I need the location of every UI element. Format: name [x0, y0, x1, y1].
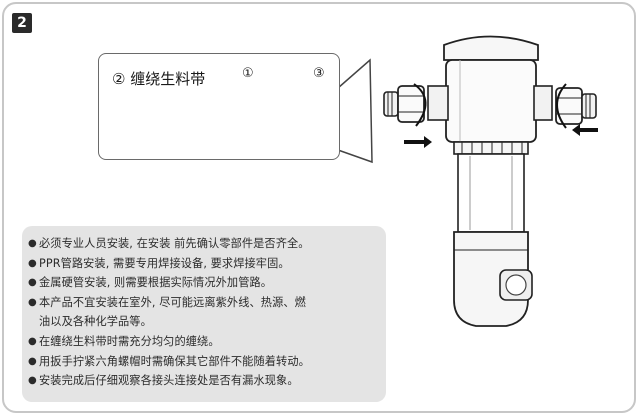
- note-item: ●安装完成后仔细观察各接头连接处是否有漏水现象。: [28, 371, 383, 391]
- step-number-badge: 2: [12, 13, 32, 33]
- inlet-arrow-icon: [404, 136, 432, 148]
- note-item: ●用扳手拧紧六角螺帽时需确保其它部件不能随着转动。: [28, 352, 383, 372]
- bullet-icon: ●: [28, 375, 37, 387]
- callout-pointer: [337, 58, 373, 164]
- notes-panel: [22, 226, 386, 402]
- note-item: ●在缠绕生料带时需充分均匀的缠绕。: [28, 332, 383, 352]
- prefilter-body: [427, 35, 553, 327]
- note-item: ●本产品不宜安装在室外, 尽可能远离紫外线、热源、燃油以及各种化学品等。: [28, 293, 383, 332]
- bullet-icon: ●: [28, 257, 37, 269]
- outlet-fitting: [555, 83, 597, 129]
- bullet-icon: ●: [28, 277, 37, 289]
- note-item: ●金属硬管安装, 则需要根据实际情况外加管路。: [28, 273, 383, 293]
- note-item: ●PPR管路安装, 需要专用焊接设备, 要求焊接牢固。: [28, 254, 383, 274]
- inlet-fitting: [383, 83, 427, 127]
- bullet-icon: ●: [28, 296, 37, 308]
- label-step-3: ③: [313, 66, 325, 81]
- bullet-icon: ●: [28, 355, 37, 367]
- note-continuation: 油以及各种化学品等。: [39, 315, 152, 329]
- detail-callout-box: [98, 53, 340, 160]
- bullet-icon: ●: [28, 238, 37, 249]
- note-item: ●必须专业人员安装, 在安装 前先确认零部件是否齐全。: [28, 234, 383, 254]
- bullet-icon: ●: [28, 335, 37, 347]
- detail-title: ② 缠绕生料带: [112, 70, 206, 88]
- outlet-arrow-icon: [572, 124, 598, 136]
- notes-list: ●必须专业人员安装, 在安装 前先确认零部件是否齐全。 ●PPR管路安装, 需要…: [28, 234, 383, 391]
- label-step-1: ①: [242, 66, 254, 81]
